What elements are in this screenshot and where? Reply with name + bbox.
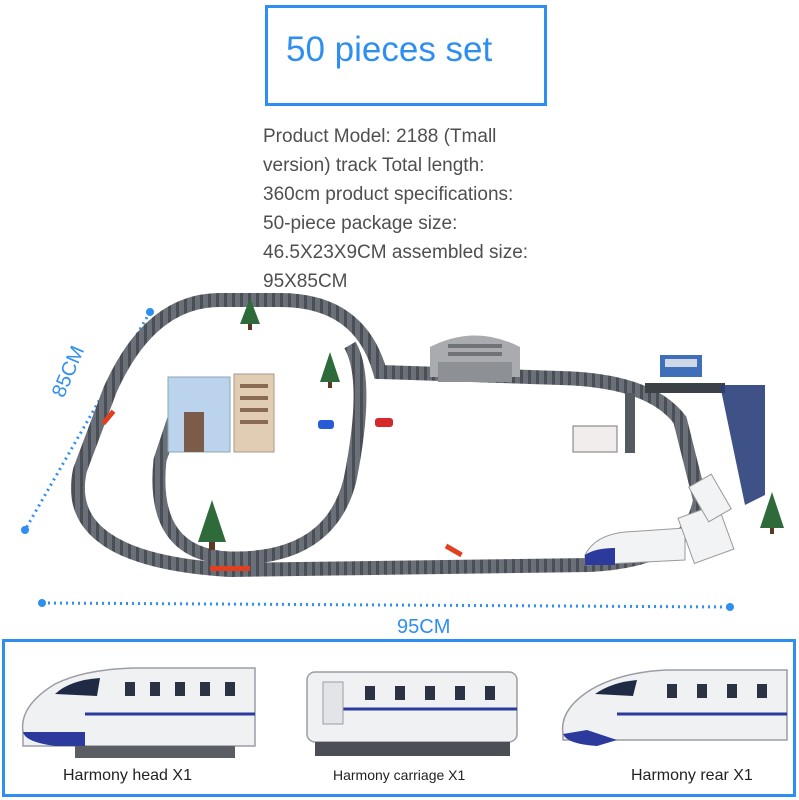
spec-line: version) track Total length: xyxy=(263,155,485,176)
head-car-caption: Harmony head X1 xyxy=(63,767,192,784)
product-specs: Product Model: 2188 (Tmall version) trac… xyxy=(263,122,583,296)
harmony-carriage-car xyxy=(306,671,518,756)
elevated-station xyxy=(625,355,765,505)
harmony-rear-car xyxy=(561,669,788,746)
width-measure-end xyxy=(726,603,734,611)
spec-line: 360cm product specifications: xyxy=(263,184,514,205)
toy-car xyxy=(375,418,393,427)
tree xyxy=(240,298,260,330)
track-layout-photo xyxy=(21,293,784,611)
carriage-car-caption: Harmony carriage X1 xyxy=(333,767,466,783)
toy-car xyxy=(318,420,334,429)
harmony-head-car xyxy=(21,667,256,758)
signboard xyxy=(572,425,618,453)
tunnel xyxy=(430,335,520,382)
width-measure-end xyxy=(38,599,46,607)
spec-line: 46.5X23X9CM assembled size: xyxy=(263,242,529,263)
title-box: 50 pieces set xyxy=(265,5,547,106)
depth-measure-end xyxy=(21,526,29,534)
inner-track xyxy=(152,341,367,565)
train-on-track xyxy=(584,473,735,566)
width-measure-line xyxy=(41,601,731,609)
depth-measure-end xyxy=(146,308,154,316)
spec-line: 95X85CM xyxy=(263,271,348,292)
cars-panel: Harmony head X1 Harmony carriage X1 Harm… xyxy=(2,639,796,797)
spec-line: 50-piece package size: xyxy=(263,213,458,234)
width-dimension-label: 95CM xyxy=(397,616,451,638)
tree xyxy=(320,352,340,388)
page-title: 50 pieces set xyxy=(286,30,493,69)
buildings xyxy=(167,373,275,453)
tree xyxy=(198,500,226,550)
tree xyxy=(760,492,784,534)
rear-car-caption: Harmony rear X1 xyxy=(631,767,753,784)
spec-line: Product Model: 2188 (Tmall xyxy=(263,126,497,147)
